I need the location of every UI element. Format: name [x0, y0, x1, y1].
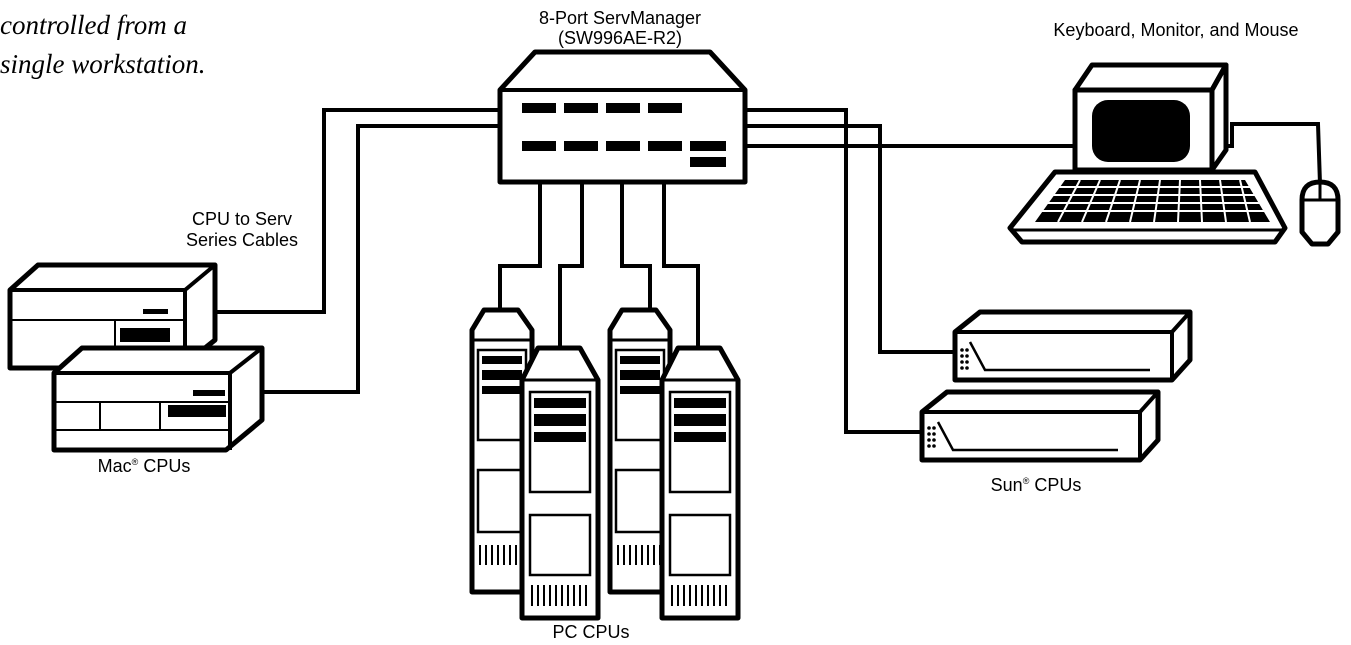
mouse-icon — [1299, 179, 1341, 247]
cable-pc-4 — [662, 150, 700, 355]
sun-cpu-1 — [952, 309, 1193, 383]
pc-cpu-3 — [607, 307, 673, 595]
sun-cpus-label: Sun® CPUs — [991, 475, 1082, 495]
mac-cpu-2 — [51, 345, 265, 453]
cable-pc-1 — [498, 150, 542, 330]
pc-cpu-4 — [659, 345, 741, 621]
cable-sun-2 — [660, 108, 924, 434]
caption-line-2: single workstation. — [0, 49, 206, 79]
cables-label-line-2: Series Cables — [186, 230, 298, 250]
cable-pc-2 — [558, 150, 584, 355]
cables-label-line-1: CPU to Serv — [192, 209, 292, 229]
keyboard-icon — [1007, 169, 1288, 245]
cable-mac-1 — [215, 108, 544, 314]
switch-label-line-1: 8-Port ServManager — [539, 8, 701, 28]
cable-mac-2 — [262, 124, 534, 394]
workstation-label: Keyboard, Monitor, and Mouse — [1053, 20, 1298, 40]
cable-workstation — [706, 122, 1322, 185]
switch-label-line-2: (SW996AE-R2) — [558, 28, 682, 48]
workstation — [1007, 62, 1341, 247]
pc-cpu-1 — [469, 307, 535, 595]
monitor-icon — [1072, 62, 1229, 173]
servmanager-switch — [497, 49, 748, 185]
caption-line-1: controlled from a — [0, 10, 187, 40]
mac-cpus-label: Mac® CPUs — [98, 456, 191, 476]
cable-pc-3 — [620, 150, 652, 330]
pc-cpus-label: PC CPUs — [552, 622, 629, 642]
pc-cpu-2 — [519, 345, 601, 621]
sun-cpu-2 — [919, 389, 1161, 463]
